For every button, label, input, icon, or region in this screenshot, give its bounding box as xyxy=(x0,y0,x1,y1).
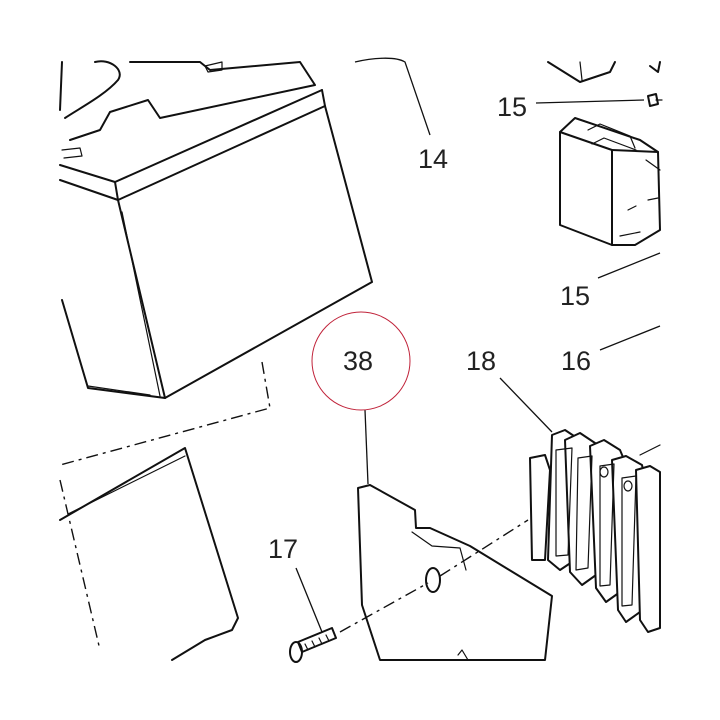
callout-17: 17 xyxy=(268,534,298,564)
lower-left-panel xyxy=(59,447,239,661)
part-18-connector-block xyxy=(529,429,661,633)
part-14-battery-box xyxy=(59,60,373,399)
callout-15-top: 15 xyxy=(497,92,527,122)
callout-18: 18 xyxy=(466,346,496,376)
part-15-screw xyxy=(647,93,663,107)
callout-16: 16 xyxy=(561,346,591,376)
part-38-cover-plate xyxy=(357,484,553,661)
callout-14: 14 xyxy=(418,144,448,174)
dashed-mounting-outline xyxy=(59,361,271,651)
leader-lines xyxy=(295,57,661,633)
callout-38: 38 xyxy=(343,346,373,376)
part-15-relay-module xyxy=(559,117,661,246)
highlight-circle-38 xyxy=(311,311,411,411)
top-bracket xyxy=(547,61,661,83)
assembly-axis-line xyxy=(339,519,529,633)
part-17-screw xyxy=(289,627,337,663)
callout-15-middle: 15 xyxy=(560,281,590,311)
